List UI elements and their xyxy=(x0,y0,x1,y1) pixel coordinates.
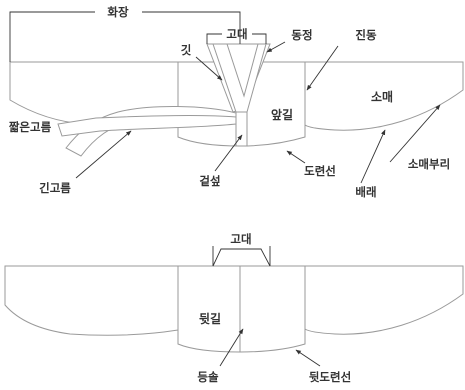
back-dimensions xyxy=(212,246,321,367)
front-leaders xyxy=(75,41,441,184)
back-body xyxy=(177,265,306,353)
front-right-sleeve xyxy=(304,61,464,131)
label-somae: 소매 xyxy=(371,89,393,104)
back-godae-dimension xyxy=(212,248,271,267)
label-dwit-doryeonseon: 뒷도련선 xyxy=(309,370,351,384)
label-gin-goreum: 긴고름 xyxy=(39,181,71,195)
short-tie xyxy=(57,114,237,137)
label-apgil: 앞길 xyxy=(271,108,293,122)
label-godae-back: 고대 xyxy=(230,232,251,246)
collar-dongjeong xyxy=(212,43,267,113)
label-hwajang: 화장 xyxy=(107,5,129,19)
hwajang-dimension xyxy=(9,11,241,62)
label-godae-front: 고대 xyxy=(226,27,247,41)
back-right-sleeve xyxy=(304,265,464,335)
label-baerae: 배래 xyxy=(355,185,376,199)
front-dimensions xyxy=(9,11,267,62)
label-dwitgil: 뒷길 xyxy=(199,312,221,326)
front-view xyxy=(9,43,464,157)
godae-dimension xyxy=(206,33,267,44)
back-left-sleeve xyxy=(4,265,179,336)
label-geotseop: 겉섶 xyxy=(199,174,220,188)
label-somaeburi: 소매부리 xyxy=(408,157,450,171)
label-deungsol: 등솔 xyxy=(197,370,219,384)
label-jindong: 진동 xyxy=(355,28,377,42)
label-dongjeong: 동정 xyxy=(291,28,312,42)
label-doryeonseon: 도련선 xyxy=(304,164,336,178)
label-jjalbeun-goreum: 짧은고름 xyxy=(9,120,52,134)
back-view xyxy=(4,265,464,353)
label-git: 깃 xyxy=(181,43,192,57)
